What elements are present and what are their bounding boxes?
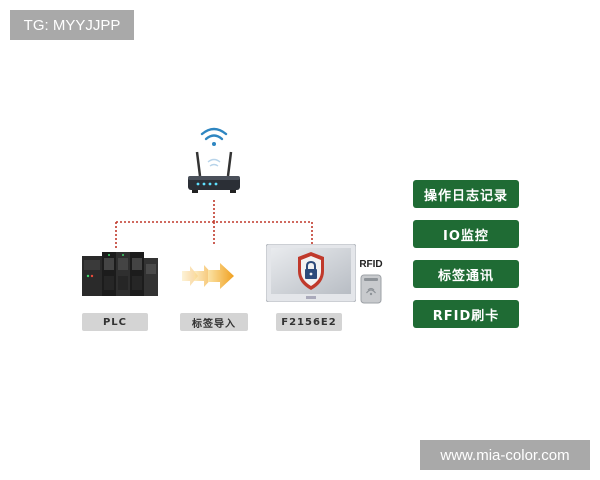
shield-lock-icon bbox=[298, 252, 324, 290]
feature-tag-communication-text: 标签通讯 bbox=[437, 268, 494, 284]
rfid-label: RFID bbox=[359, 259, 383, 270]
watermark-top-left: TG: MYYJJPP bbox=[10, 10, 134, 40]
router-icon bbox=[188, 151, 240, 193]
feature-operation-log: 操作日志记录 bbox=[413, 180, 519, 208]
watermark-top-left-text: TG: MYYJJPP bbox=[23, 16, 121, 34]
feature-io-monitor-text: IO监控 bbox=[443, 228, 489, 244]
feature-rfid-card-text: RFID刷卡 bbox=[432, 308, 500, 324]
panel-label: F2156E2 bbox=[276, 313, 342, 331]
touch-panel bbox=[265, 243, 357, 303]
rfid-reader-icon bbox=[360, 274, 382, 304]
feature-tag-communication: 标签通讯 bbox=[413, 260, 519, 288]
import-label: 标签导入 bbox=[180, 313, 248, 331]
feature-rfid-card: RFID刷卡 bbox=[413, 300, 519, 328]
plc-label: PLC bbox=[82, 313, 148, 331]
rfid-reader bbox=[360, 274, 382, 304]
arrow-icon bbox=[182, 263, 234, 289]
plc-device bbox=[82, 248, 158, 298]
feature-operation-log-text: 操作日志记录 bbox=[423, 188, 508, 204]
touch-panel-icon bbox=[265, 243, 357, 303]
import-arrow bbox=[182, 262, 236, 290]
plc-icon bbox=[82, 252, 158, 296]
wifi-router bbox=[182, 122, 246, 200]
wifi-icon bbox=[200, 127, 228, 146]
watermark-bottom-right-text: www.mia-color.com bbox=[440, 446, 570, 464]
watermark-bottom-right: www.mia-color.com bbox=[420, 440, 590, 470]
feature-io-monitor: IO监控 bbox=[413, 220, 519, 248]
